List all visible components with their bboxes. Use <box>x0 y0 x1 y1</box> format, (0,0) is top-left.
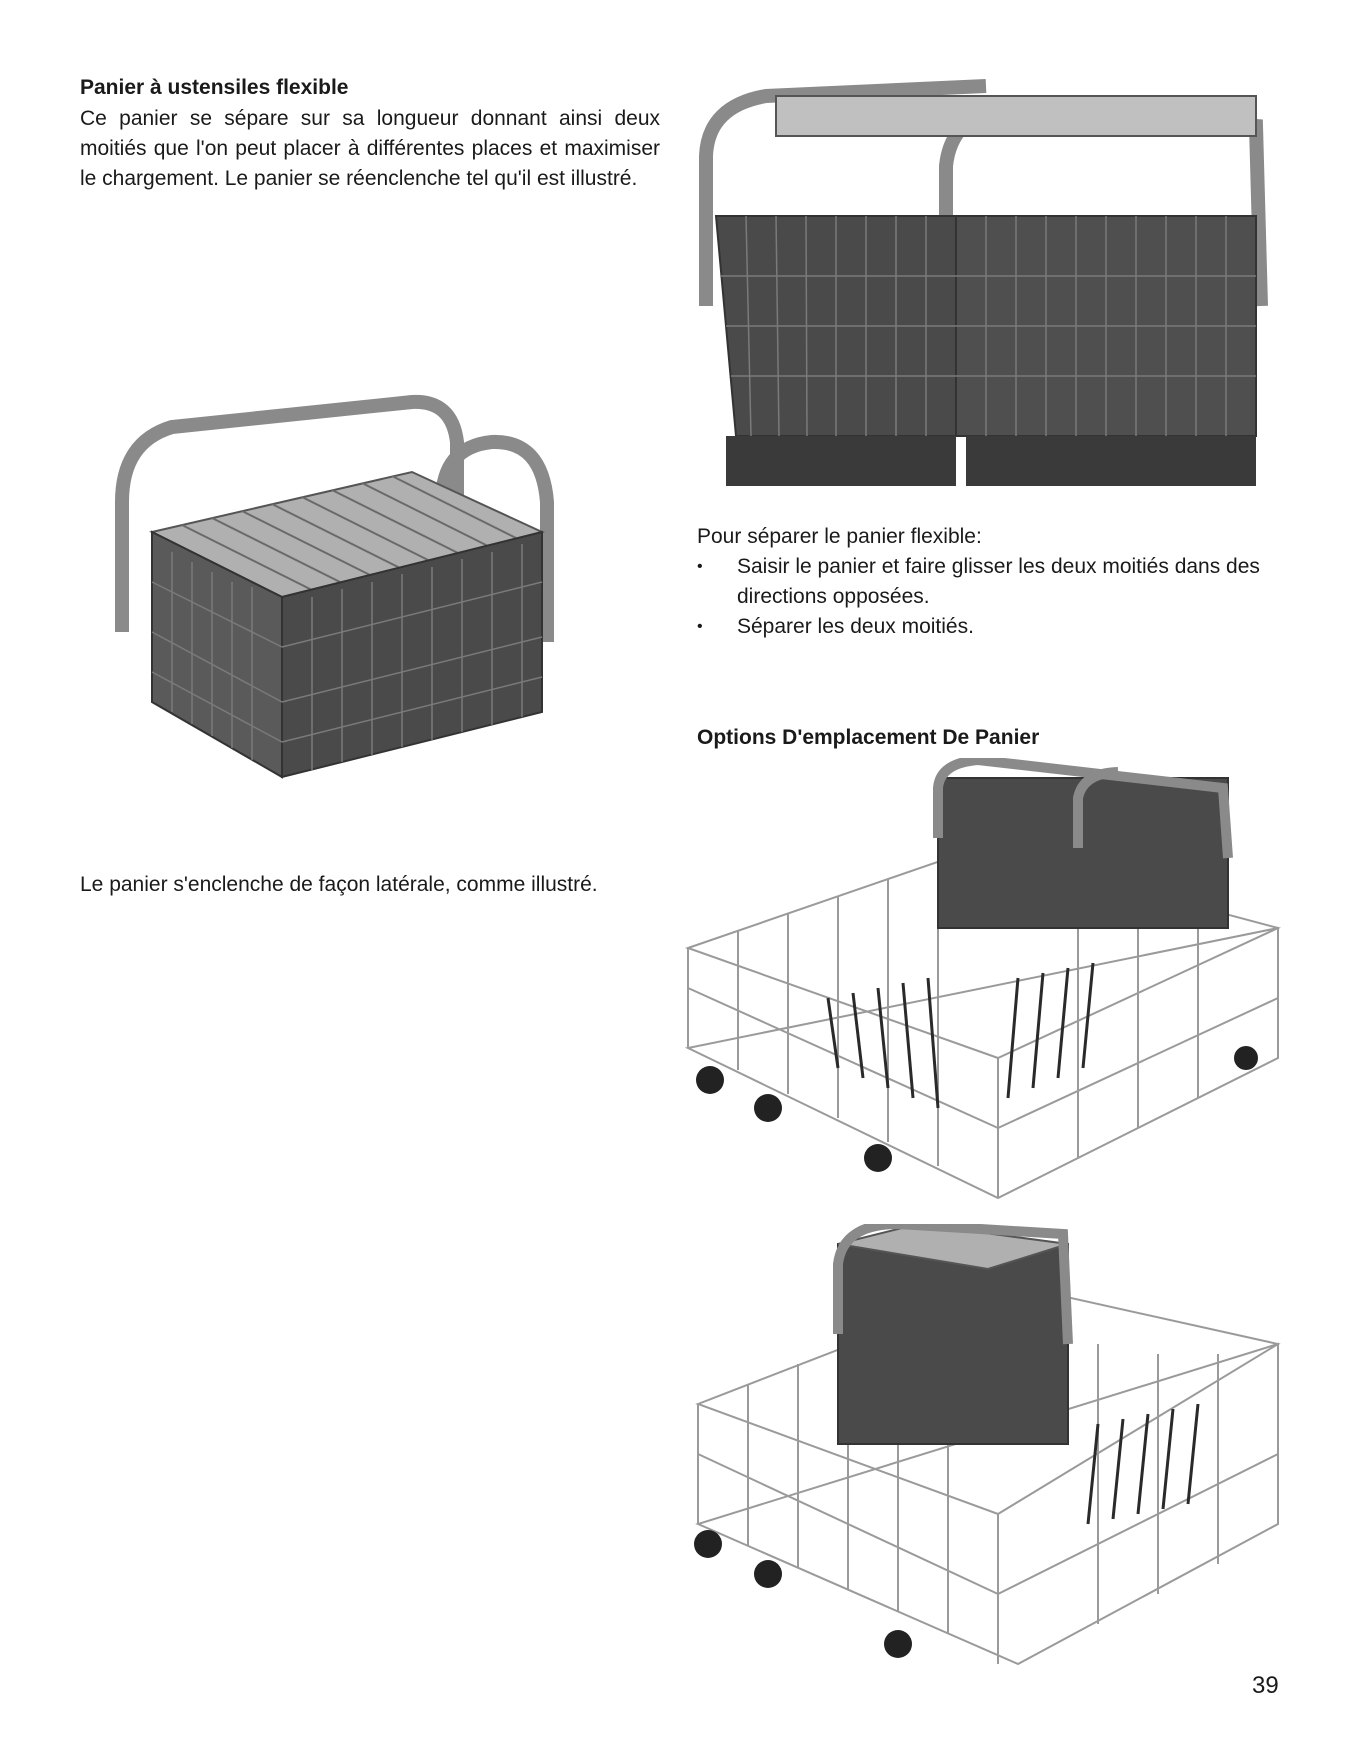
separate-step-2: Séparer les deux moitiés. <box>697 612 1277 642</box>
section-title-flexible-basket: Panier à ustensiles flexible <box>80 76 349 99</box>
separate-step-1: Saisir le panier et faire glisser les de… <box>697 552 1277 612</box>
separated-basket-illustration <box>696 76 1278 502</box>
assembled-caption: Le panier s'enclenche de façon latérale,… <box>80 873 598 896</box>
intro-paragraph: Ce panier se sépare sur sa longueur donn… <box>80 107 660 190</box>
assembled-basket-illustration <box>112 382 562 812</box>
rack-with-single-basket-illustration <box>678 1224 1286 1680</box>
separate-lead: Pour séparer le panier flexible: <box>697 525 982 548</box>
section-title-placement-options: Options D'emplacement De Panier <box>697 726 1040 749</box>
rack-with-two-baskets-illustration <box>678 758 1286 1214</box>
page-number: 39 <box>1252 1672 1279 1699</box>
separate-steps: Saisir le panier et faire glisser les de… <box>697 552 1277 642</box>
